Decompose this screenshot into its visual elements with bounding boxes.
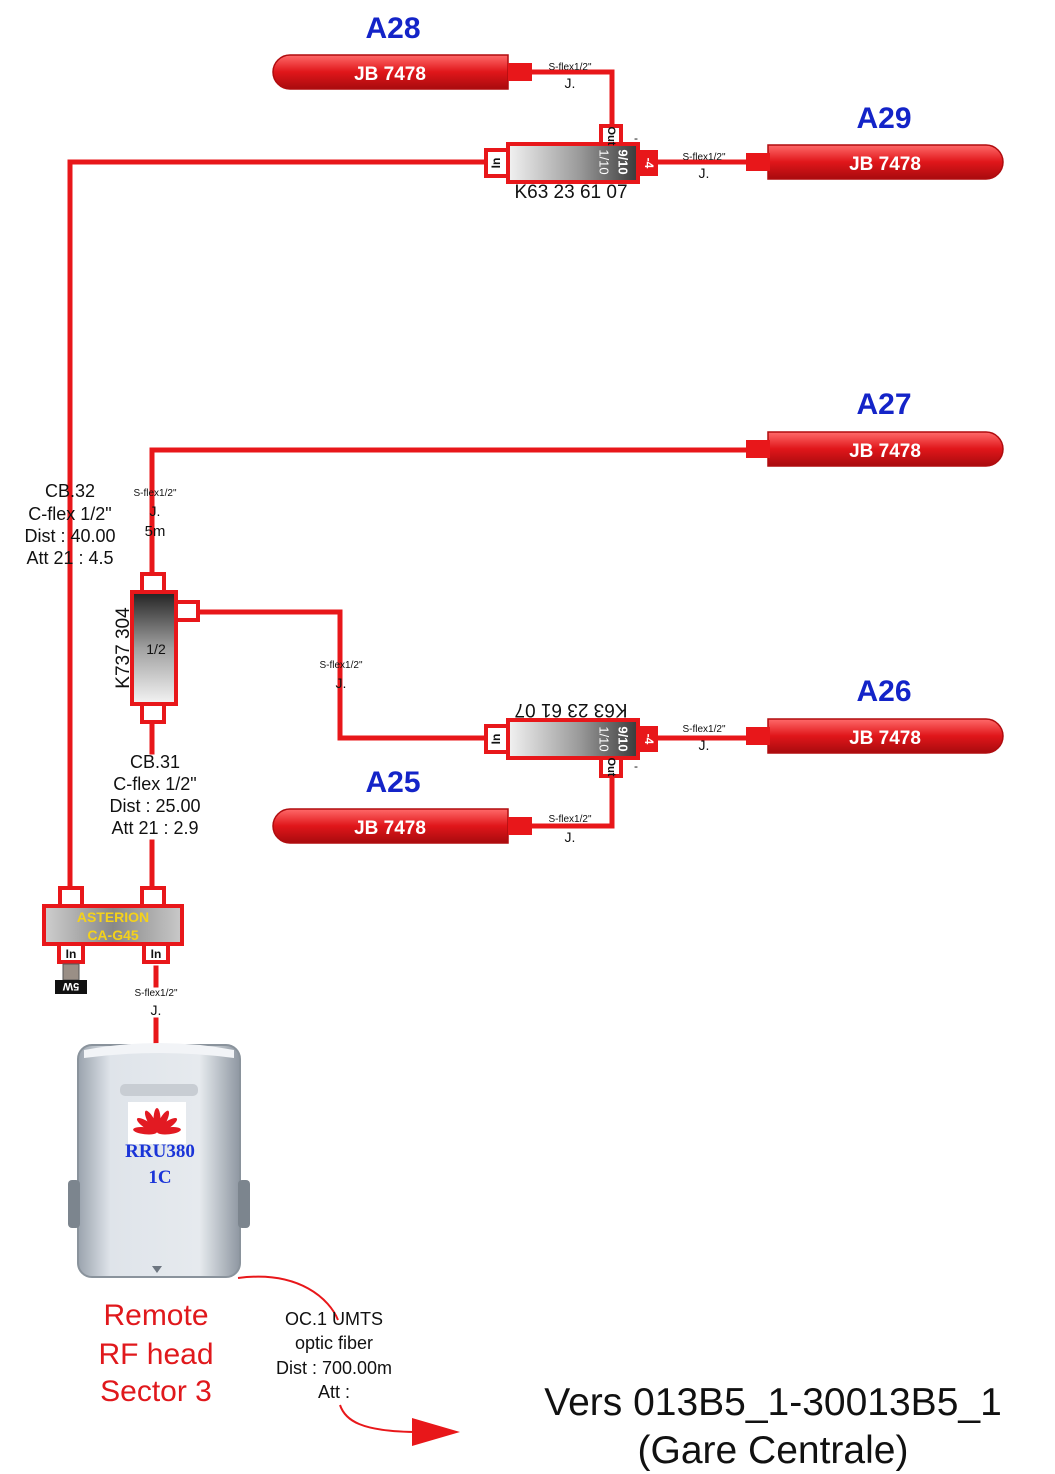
cb32-type: C-flex 1/2"	[28, 504, 111, 524]
coupler-bottom-ratio: 9/10	[616, 726, 631, 751]
fiber-att: Att :	[318, 1382, 350, 1402]
antenna-a25[interactable]: JB 7478	[272, 808, 532, 844]
jumper-short-splitter: J.	[336, 675, 347, 691]
jumper-type-a28: S-flex1/2"	[548, 62, 591, 73]
site-label-a25: A25	[365, 766, 420, 799]
jumper-labels: S-flex1/2" J. S-flex1/2" J. S-flex1/2" J…	[133, 62, 725, 1018]
cable-wires	[67, 69, 755, 1446]
splitter[interactable]: 1/2 K737 304	[113, 572, 200, 724]
antenna-a29[interactable]: JB 7478	[746, 144, 1004, 180]
coupler-top-ref: K63 23 61 07	[514, 182, 627, 203]
jumper-length-a27: 5m	[145, 523, 166, 540]
rru-triangle-icon	[152, 1266, 162, 1273]
coupler-top-port-value: -4	[642, 158, 656, 169]
antenna-a27[interactable]: JB 7478	[746, 431, 1004, 467]
jumper-short-a25: J.	[565, 829, 576, 845]
antenna-a26[interactable]: JB 7478	[746, 718, 1004, 754]
coupler-bottom-ratio2: 1/10	[597, 726, 612, 751]
cb32-att: Att 21 : 4.5	[26, 548, 113, 568]
cb31-dist: Dist : 25.00	[109, 796, 200, 816]
jumper-a25	[505, 773, 615, 829]
cable-cb32	[67, 159, 493, 891]
dummy-load: 5W	[62, 980, 79, 992]
cable-splitter-to-coupler	[195, 609, 493, 741]
cb32-dist: Dist : 40.00	[24, 526, 115, 546]
fiber-line-top	[237, 1275, 339, 1321]
coupler-bottom[interactable]: In Out -4 9/10 1/10 - K63 23 61 07	[484, 699, 658, 778]
rru-model-line2: 1C	[148, 1167, 171, 1188]
combiner-brand: ASTERION	[77, 909, 149, 925]
fiber-type: optic fiber	[295, 1333, 373, 1353]
coupler-bottom-dash: -	[634, 759, 638, 773]
combiner-in2: In	[151, 947, 162, 961]
coupler-bottom-in-port: In	[489, 734, 503, 745]
coupler-top-ratio2: 1/10	[597, 149, 612, 174]
jumper-type-a27: S-flex1/2"	[133, 488, 176, 499]
splitter-ratio: 1/2	[146, 641, 166, 657]
cb31-name: CB.31	[130, 752, 180, 772]
combiner-asterion[interactable]: ASTERION CA-G45 In In 5W	[42, 886, 184, 994]
jumper-short-a27: J.	[150, 503, 161, 519]
jumper-type-a26: S-flex1/2"	[682, 724, 725, 735]
jumper-short-a26: J.	[699, 737, 710, 753]
rru-model-line1: RRU380	[125, 1141, 195, 1162]
jumper-type-a25: S-flex1/2"	[548, 814, 591, 825]
jumper-type-rru: S-flex1/2"	[134, 988, 177, 999]
cable-to-a27	[149, 447, 755, 583]
combiner-in1: In	[66, 947, 77, 961]
antenna-label: JB 7478	[849, 441, 921, 462]
fiber-dist: Dist : 700.00m	[276, 1358, 392, 1378]
cable-cb32-label: CB.32 C-flex 1/2" Dist : 40.00 Att 21 : …	[24, 481, 115, 568]
destination-line2: (Gare Centrale)	[638, 1429, 909, 1472]
fiber-name: OC.1 UMTS	[285, 1309, 383, 1329]
site-label-a26: A26	[856, 675, 911, 708]
site-label-a29: A29	[856, 102, 911, 135]
destination: Vers 013B5_1-30013B5_1 (Gare Centrale)	[544, 1381, 1002, 1472]
cb31-type: C-flex 1/2"	[113, 774, 196, 794]
splitter-ref: K737 304	[113, 607, 134, 689]
coupler-top-in-port: In	[489, 158, 503, 169]
coupler-bottom-out-port: Out	[605, 758, 617, 777]
caption-line2: RF head	[98, 1338, 213, 1371]
antenna-a28[interactable]: JB 7478	[272, 54, 532, 90]
antenna-label: JB 7478	[849, 154, 921, 175]
coupler-top[interactable]: In Out -4 9/10 1/10 - K63 23 61 07	[484, 124, 658, 203]
site-label-a28: A28	[365, 12, 420, 45]
caption-line3: Sector 3	[100, 1375, 212, 1408]
jumper-type-splitter: S-flex1/2"	[319, 660, 362, 671]
antenna-label: JB 7478	[354, 818, 426, 839]
jumper-type-a29: S-flex1/2"	[682, 152, 725, 163]
jumper-short-rru: J.	[151, 1002, 162, 1018]
site-label-a27: A27	[856, 388, 911, 421]
jumper-a28	[505, 69, 615, 131]
combiner-model: CA-G45	[87, 927, 139, 943]
jumper-short-a28: J.	[565, 75, 576, 91]
fiber-line-bottom	[339, 1404, 421, 1433]
antenna-label: JB 7478	[849, 728, 921, 749]
coupler-bottom-port-value: -4	[642, 734, 656, 745]
cable-cb31-label: CB.31 C-flex 1/2" Dist : 25.00 Att 21 : …	[109, 752, 200, 838]
rru-unit[interactable]: RRU380 1C	[68, 1043, 250, 1278]
caption-line1: Remote	[103, 1299, 208, 1332]
cb31-att: Att 21 : 2.9	[111, 818, 198, 838]
fiber-label: OC.1 UMTS optic fiber Dist : 700.00m Att…	[276, 1309, 392, 1402]
rru-caption: Remote RF head Sector 3	[98, 1299, 213, 1408]
cb32-name: CB.32	[45, 481, 95, 501]
coupler-bottom-ref: K63 23 61 07	[514, 699, 627, 720]
antenna-label: JB 7478	[354, 64, 426, 85]
jumper-short-a29: J.	[699, 165, 710, 181]
destination-line1: Vers 013B5_1-30013B5_1	[544, 1381, 1002, 1424]
coupler-top-ratio: 9/10	[616, 149, 631, 174]
coupler-top-out-port: Out	[605, 127, 617, 146]
coupler-top-dash: -	[634, 131, 638, 145]
fiber-arrow-icon	[412, 1418, 460, 1446]
